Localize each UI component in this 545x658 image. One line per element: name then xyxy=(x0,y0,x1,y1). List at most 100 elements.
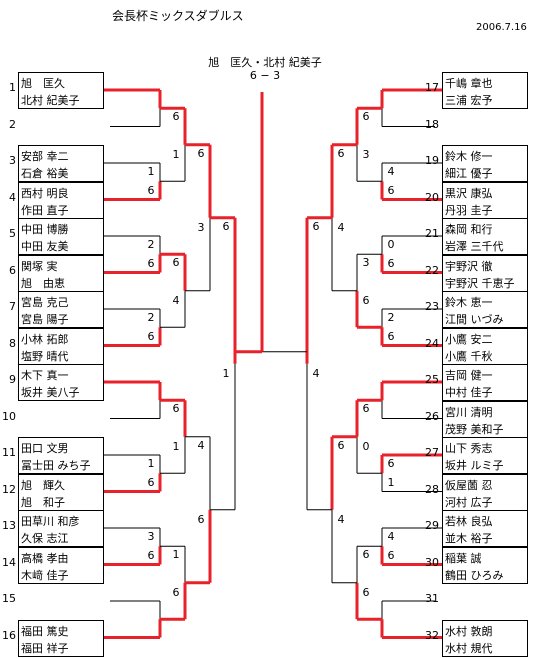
round1-score: 0 xyxy=(387,238,395,251)
left-seed-5: 5 xyxy=(9,227,16,240)
champion-label: 旭 匡久・北村 紀美子 xyxy=(208,56,322,69)
right-round2-score: 3 xyxy=(362,147,370,161)
player-name: 久保 志江 xyxy=(21,532,69,545)
right-seed-27: 27 xyxy=(425,446,439,459)
round1-score: 4 xyxy=(387,165,395,178)
player-name: 中田 博勝 xyxy=(21,223,69,236)
round1-score: 6 xyxy=(147,549,155,563)
round1-score: 2 xyxy=(147,238,155,251)
round1-score: 4 xyxy=(387,530,395,543)
right-round2-score: 6 xyxy=(362,110,370,124)
right-seed-20: 20 xyxy=(425,190,439,204)
left-round2-score: 1 xyxy=(172,548,180,562)
player-name: 田草川 和彦 xyxy=(21,515,80,528)
player-name: 関塚 実 xyxy=(21,259,58,273)
left-player-box: 田口 文男冨士田 みち子 xyxy=(18,437,104,474)
right-player-box: 仮屋薗 忍河村 広子 xyxy=(442,473,528,511)
left-seed-11: 11 xyxy=(2,446,16,459)
player-name: 鈴木 修一 xyxy=(445,150,493,163)
player-name: 山下 秀志 xyxy=(445,442,493,455)
right-player-box: 若林 良弘並木 裕子 xyxy=(442,510,528,547)
player-name: 水村 敦朗 xyxy=(445,624,493,638)
player-name: 旭 和子 xyxy=(21,495,65,509)
player-name: 石倉 裕美 xyxy=(21,167,69,180)
player-name: 小鷹 安二 xyxy=(445,332,493,346)
round1-score: 6 xyxy=(387,330,395,344)
right-player-box: 宇野沢 徹宇野沢 千恵子 xyxy=(442,254,528,292)
left-round3-score: 3 xyxy=(197,220,205,234)
player-name: 西村 明良 xyxy=(21,186,69,200)
right-round2-score: 0 xyxy=(362,439,370,453)
left-round3-score: 4 xyxy=(197,438,205,452)
left-seed-7: 7 xyxy=(9,300,16,313)
player-name: 鈴木 恵一 xyxy=(445,296,493,309)
left-seed-13: 13 xyxy=(2,519,16,532)
player-name: 福田 篤史 xyxy=(21,624,69,638)
left-player-box: 木下 真一坂井 美八子 xyxy=(18,364,104,401)
player-name: 木﨑 佳子 xyxy=(21,568,69,582)
round1-score: 2 xyxy=(147,311,155,324)
round1-score: 6 xyxy=(387,549,395,563)
right-player-box: 森岡 和行岩澤 三千代 xyxy=(442,218,528,255)
left-player-box: 西村 明良作田 直子 xyxy=(18,181,104,219)
final-score: 6 − 3 xyxy=(249,69,281,82)
left-round4-score: 6 xyxy=(222,219,230,233)
left-player-box: 旭 匡久北村 紀美子 xyxy=(18,72,104,109)
right-seed-18: 18 xyxy=(425,117,439,131)
round1-score: 6 xyxy=(147,476,155,490)
right-seed-28: 28 xyxy=(425,482,439,496)
player-name: 塩野 晴代 xyxy=(21,349,69,363)
player-name: 千嶋 章也 xyxy=(445,77,493,90)
left-seed-14: 14 xyxy=(2,555,16,569)
left-seed-10: 10 xyxy=(2,409,16,423)
player-name: 小鷹 千秋 xyxy=(445,349,493,363)
round1-score: 1 xyxy=(387,476,395,490)
player-name: 岩澤 三千代 xyxy=(445,240,504,253)
left-seed-9: 9 xyxy=(9,373,16,386)
left-round3-score: 6 xyxy=(197,512,205,526)
player-name: 河村 広子 xyxy=(445,495,493,509)
right-round2-score: 6 xyxy=(362,585,370,599)
right-round3-score: 4 xyxy=(337,512,345,526)
round1-score: 1 xyxy=(147,457,155,470)
right-player-box: 小鷹 安二小鷹 千秋 xyxy=(442,327,528,365)
round1-score: 1 xyxy=(147,165,155,178)
round1-score: 6 xyxy=(147,330,155,344)
left-player-box: 小林 拓郎塩野 晴代 xyxy=(18,327,104,365)
right-seed-22: 22 xyxy=(425,263,439,277)
right-round4-score: 4 xyxy=(312,366,320,380)
player-name: 安部 幸二 xyxy=(21,150,69,163)
left-player-box: 旭 輝久旭 和子 xyxy=(18,473,104,511)
right-seed-19: 19 xyxy=(425,154,439,167)
left-player-box: 宮島 克己宮島 陽子 xyxy=(18,291,104,328)
left-round4-score: 1 xyxy=(222,366,230,380)
right-player-box: 千嶋 章也三浦 宏予 xyxy=(442,72,528,109)
round1-score: 2 xyxy=(387,311,395,324)
left-seed-16: 16 xyxy=(2,628,16,642)
right-player-box: 宮川 清明茂野 美和子 xyxy=(442,400,528,438)
player-name: 福田 祥子 xyxy=(21,641,69,655)
player-name: 中村 佳子 xyxy=(445,386,493,399)
right-seed-32: 32 xyxy=(425,628,439,642)
left-player-box: 中田 博勝中田 友美 xyxy=(18,218,104,255)
right-seed-21: 21 xyxy=(425,227,439,240)
left-seed-4: 4 xyxy=(9,190,16,204)
left-seed-12: 12 xyxy=(2,482,16,496)
left-player-box: 高橋 孝由木﨑 佳子 xyxy=(18,546,104,584)
left-round2-score: 1 xyxy=(172,147,180,161)
left-round2-score: 6 xyxy=(172,256,180,270)
player-name: 中田 友美 xyxy=(21,240,69,253)
left-round2-score: 6 xyxy=(172,585,180,599)
right-seed-17: 17 xyxy=(425,81,439,94)
player-name: 木下 真一 xyxy=(21,369,69,382)
player-name: 坂井 ルミ子 xyxy=(445,459,504,472)
player-name: 宮島 克己 xyxy=(21,296,69,309)
player-name: 仮屋薗 忍 xyxy=(445,478,493,492)
player-name: 丹羽 圭子 xyxy=(445,203,493,217)
player-name: 坂井 美八子 xyxy=(21,386,80,399)
player-name: 作田 直子 xyxy=(21,203,69,217)
player-name: 水村 規代 xyxy=(445,641,493,655)
right-player-box: 黒沢 康弘丹羽 圭子 xyxy=(442,181,528,219)
right-seed-23: 23 xyxy=(425,300,439,313)
